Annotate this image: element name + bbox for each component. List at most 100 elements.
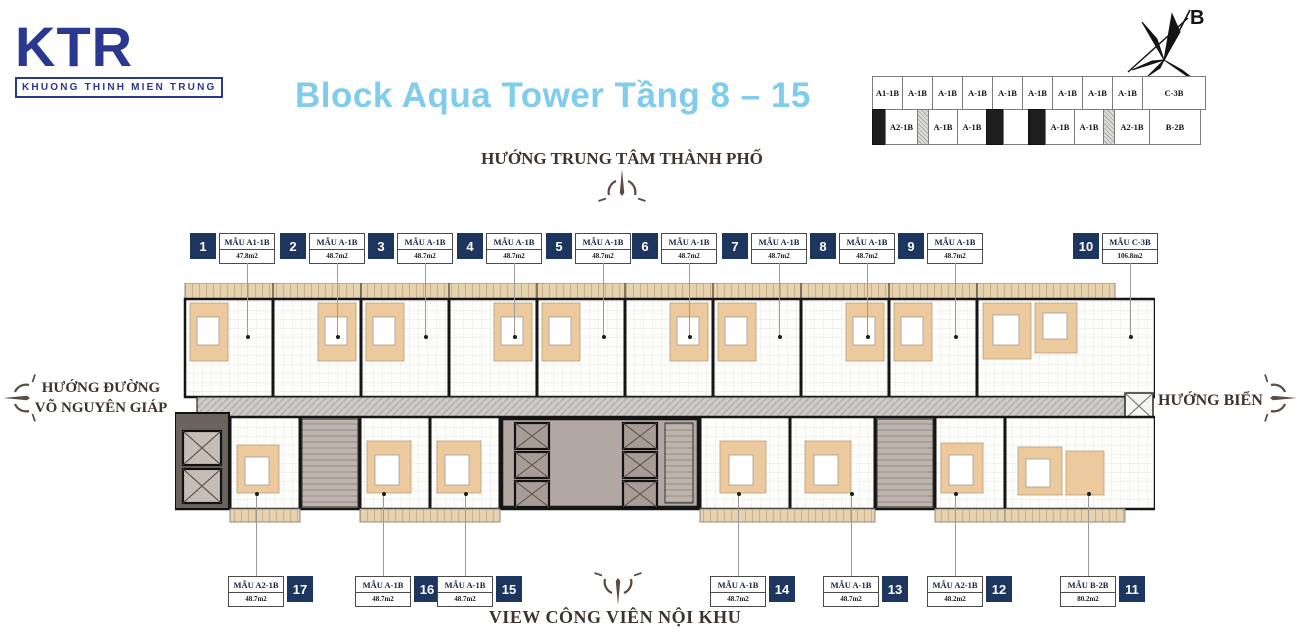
floor-plan	[175, 283, 1155, 523]
mini-lobby-cell	[1003, 109, 1029, 145]
leader-line	[254, 492, 259, 576]
unit-area: 106.8m2	[1117, 252, 1143, 260]
unit-model: MẪU B-2B	[1061, 577, 1115, 593]
leader-line	[687, 263, 692, 339]
unit-number: 4	[457, 233, 483, 259]
mini-key-plan: A1-1B A-1B A-1B A-1B A-1B A-1B A-1B A-1B…	[872, 76, 1206, 145]
mini-cell: A-1B	[1074, 109, 1104, 145]
compass-north-label: B	[1190, 7, 1204, 29]
direction-left-line1: HƯỚNG ĐƯỜNG	[41, 380, 161, 396]
unit-label-3: 3 MẪU A-1B 48.7m2	[368, 233, 453, 264]
mini-cell: A-1B	[928, 109, 958, 145]
mini-cell: A1-1B	[872, 76, 903, 110]
leader-line	[953, 492, 958, 576]
unit-area: 48.7m2	[326, 252, 348, 260]
mini-elevator-block	[872, 109, 886, 145]
unit-number: 17	[287, 576, 313, 602]
unit-model: MẪU A-1B	[928, 234, 982, 250]
unit-number: 12	[986, 576, 1012, 602]
unit-number: 16	[414, 576, 440, 602]
unit-area: 48.7m2	[678, 252, 700, 260]
elevator-core	[500, 417, 700, 509]
unit-model: MẪU A-1B	[310, 234, 364, 250]
direction-top-arrow-icon	[598, 170, 646, 203]
direction-right-arrow-icon	[1263, 374, 1299, 422]
mini-elevator-block	[1028, 109, 1046, 145]
unit-model: MẪU A-1B	[438, 577, 492, 593]
unit-number: 14	[769, 576, 795, 602]
unit-label-7: 7 MẪU A-1B 48.7m2	[722, 233, 807, 264]
unit-area: 80.2m2	[1077, 595, 1099, 603]
unit-label-12: MẪU A2-1B 48.2m2 12	[927, 576, 1012, 607]
unit-model: MẪU A1-1B	[220, 234, 274, 250]
stairwell-left	[301, 418, 359, 508]
unit-number: 7	[722, 233, 748, 259]
top-balcony	[184, 283, 1116, 300]
unit-label-13: MẪU A-1B 48.7m2 13	[823, 576, 908, 607]
unit-area: 48.7m2	[768, 252, 790, 260]
unit-label-9: 9 MẪU A-1B 48.7m2	[898, 233, 983, 264]
unit-label-2: 2 MẪU A-1B 48.7m2	[280, 233, 365, 264]
bottom-units-row	[175, 412, 1155, 511]
top-units-row	[183, 297, 1155, 399]
unit-area: 48.7m2	[454, 595, 476, 603]
unit-label-16: MẪU A-1B 48.7m2 16	[355, 576, 440, 607]
direction-bottom-arrow-icon	[594, 571, 642, 604]
leader-line	[953, 263, 958, 339]
unit-number: 2	[280, 233, 306, 259]
unit-area: 48.7m2	[727, 595, 749, 603]
unit-model: MẪU A-1B	[487, 234, 541, 250]
mini-plan-bottom-row: A2-1B A-1B A-1B A-1B A-1B A2-1B B-2B	[872, 109, 1206, 145]
mini-cell: A-1B	[957, 109, 987, 145]
ktr-logo: KTR KHUONG THINH MIEN TRUNG	[15, 19, 224, 98]
unit-model: MẪU A-1B	[576, 234, 630, 250]
leader-line	[736, 492, 741, 576]
unit-number: 11	[1119, 576, 1145, 602]
unit-area: 48.7m2	[414, 252, 436, 260]
unit-number: 3	[368, 233, 394, 259]
mini-cell: A-1B	[1052, 76, 1083, 110]
leader-line	[865, 263, 870, 339]
mini-cell: A-1B	[962, 76, 993, 110]
leader-line	[1128, 263, 1133, 339]
stairwell-right	[876, 418, 934, 508]
unit-number: 1	[190, 233, 216, 259]
page-title: Block Aqua Tower Tầng 8 – 15	[295, 76, 811, 115]
unit-label-10: 10 MẪU C-3B 106.8m2	[1073, 233, 1158, 264]
bottom-balconies	[229, 508, 1126, 523]
mini-plan-top-row: A1-1B A-1B A-1B A-1B A-1B A-1B A-1B A-1B…	[872, 76, 1206, 110]
leader-line	[381, 492, 386, 576]
leader-line	[601, 263, 606, 339]
unit-label-4: 4 MẪU A-1B 48.7m2	[457, 233, 542, 264]
unit-area: 48.2m2	[944, 595, 966, 603]
direction-right-label: HƯỚNG BIỂN	[1158, 392, 1263, 409]
leader-line	[849, 492, 854, 576]
unit-model: MẪU A-1B	[824, 577, 878, 593]
unit-area: 48.7m2	[840, 595, 862, 603]
unit-model: MẪU A-1B	[840, 234, 894, 250]
leader-line	[512, 263, 517, 339]
mini-cell: A-1B	[902, 76, 933, 110]
unit-model: MẪU A-1B	[398, 234, 452, 250]
compass-icon: B	[1127, 7, 1204, 82]
left-core	[175, 412, 230, 510]
mini-cell: A-1B	[1082, 76, 1113, 110]
unit-model: MẪU A2-1B	[229, 577, 283, 593]
mini-cell: A-1B	[1045, 109, 1075, 145]
unit-label-6: 6 MẪU A-1B 48.7m2	[632, 233, 717, 264]
unit-number: 13	[882, 576, 908, 602]
unit-label-15: MẪU A-1B 48.7m2 15	[437, 576, 522, 607]
mini-cell: B-2B	[1149, 109, 1201, 145]
unit-model: MẪU A2-1B	[928, 577, 982, 593]
leader-line	[1086, 492, 1091, 576]
logo-subtext: KHUONG THINH MIEN TRUNG	[15, 77, 224, 98]
unit-model: MẪU A-1B	[662, 234, 716, 250]
mini-cell: A-1B	[1022, 76, 1053, 110]
unit-label-11: MẪU B-2B 80.2m2 11	[1060, 576, 1145, 607]
direction-left-line2: VÕ NGUYÊN GIÁP	[34, 400, 168, 416]
unit-area: 48.7m2	[944, 252, 966, 260]
mini-cell: A2-1B	[1114, 109, 1150, 145]
unit-number: 9	[898, 233, 924, 259]
unit-area: 48.7m2	[372, 595, 394, 603]
unit-model: MẪU A-1B	[711, 577, 765, 593]
